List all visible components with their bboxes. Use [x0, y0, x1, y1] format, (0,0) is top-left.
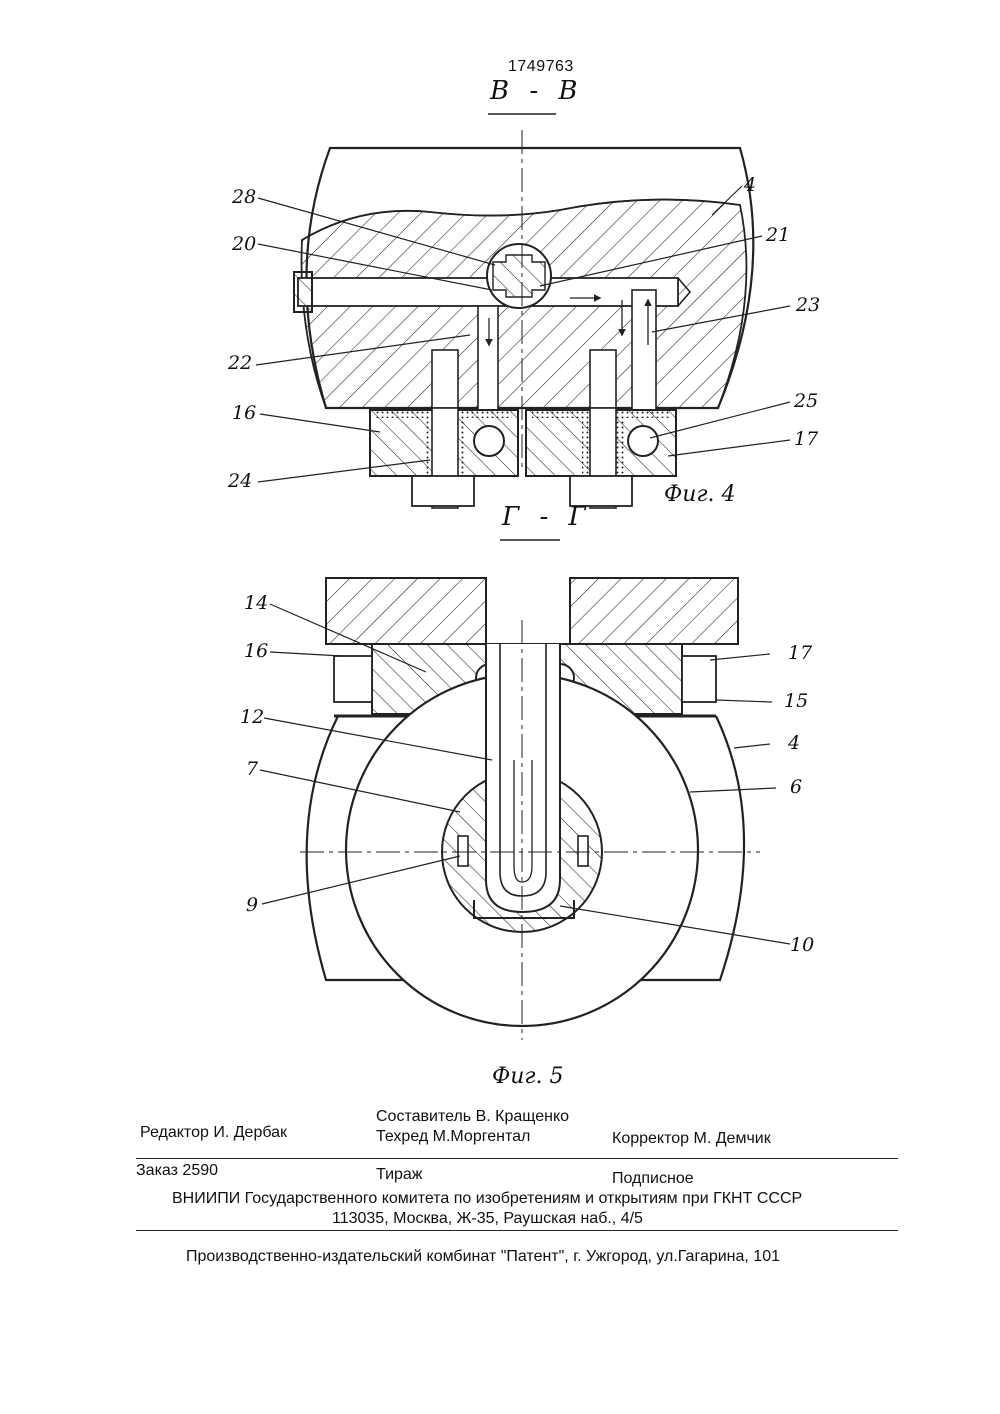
fig4-label-23: 23 — [796, 294, 820, 316]
fig4-label-24: 24 — [228, 470, 252, 492]
fig5-label-12: 12 — [240, 706, 264, 728]
fig5-label-6: 6 — [790, 776, 802, 798]
fig4-label-4: 4 — [744, 174, 756, 196]
fig5-label-17: 17 — [788, 642, 812, 664]
imprint-subscription: Подписное — [612, 1170, 694, 1188]
imprint-rule-top — [136, 1158, 898, 1159]
fig5-label-9: 9 — [246, 894, 258, 916]
imprint-org-line: ВНИИПИ Государственного комитета по изоб… — [172, 1190, 802, 1208]
imprint-editor: Редактор И. Дербак — [140, 1124, 287, 1142]
imprint-address-line: 113035, Москва, Ж-35, Раушская наб., 4/5 — [332, 1210, 643, 1228]
fig4-label-28: 28 — [232, 186, 256, 208]
fig5-label-10: 10 — [790, 934, 814, 956]
fig5-label-15: 15 — [784, 690, 808, 712]
fig5-caption: Фиг. 5 — [492, 1064, 564, 1089]
imprint-techred: Техред М.Моргентал — [376, 1128, 530, 1146]
imprint-circulation: Тираж — [376, 1166, 423, 1184]
imprint-publisher-line: Производственно-издательский комбинат "П… — [186, 1248, 780, 1266]
technical-drawing — [0, 0, 1000, 1090]
imprint-corrector: Корректор М. Демчик — [612, 1130, 771, 1148]
fig4-label-21: 21 — [766, 224, 790, 246]
imprint-compiler: Составитель В. Кращенко — [376, 1108, 569, 1126]
fig4-label-16: 16 — [232, 402, 256, 424]
fig4-drawing — [256, 114, 790, 508]
fig4-label-25: 25 — [794, 390, 818, 412]
fig5-section-title: Г - Г — [502, 502, 592, 532]
fig5-label-7: 7 — [246, 758, 258, 780]
fig5-drawing — [260, 540, 790, 1040]
fig5-label-4: 4 — [788, 732, 800, 754]
fig5-label-16: 16 — [244, 640, 268, 662]
imprint-order: Заказ 2590 — [136, 1162, 218, 1180]
imprint-rule-bottom — [136, 1230, 898, 1231]
fig4-caption: Фиг. 4 — [664, 482, 736, 507]
fig4-label-20: 20 — [232, 233, 256, 255]
fig4-label-22: 22 — [228, 352, 252, 374]
fig4-section-title: В - В — [490, 76, 584, 106]
fig5-label-14: 14 — [244, 592, 268, 614]
fig4-label-17: 17 — [794, 428, 818, 450]
